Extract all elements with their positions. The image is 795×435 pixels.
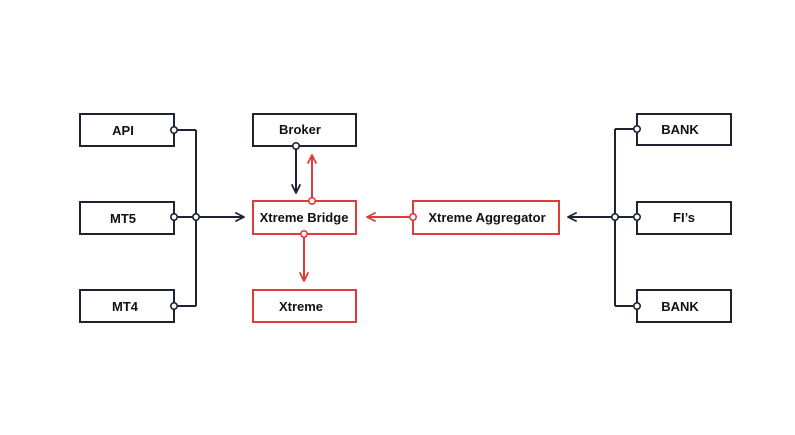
label-bank-top: BANK: [661, 122, 699, 137]
right-connectors: [567, 128, 637, 307]
dot-left-junction: [192, 213, 201, 222]
box-bank-top: BANK: [636, 113, 732, 146]
dot-right-junction: [610, 213, 619, 222]
left-connectors: [174, 129, 245, 307]
box-xtreme-aggregator: Xtreme Aggregator: [412, 200, 560, 235]
dot-broker-out: [291, 142, 300, 151]
box-bank-bottom: BANK: [636, 289, 732, 323]
box-mt5: MT5: [79, 201, 175, 235]
dot-fis: [632, 213, 641, 222]
label-mt4: MT4: [112, 299, 139, 314]
dark-junction-dots: [170, 125, 641, 310]
dot-bank-top: [632, 125, 641, 134]
dot-aggregator-left: [408, 213, 417, 222]
dot-bridge-bottom: [299, 230, 308, 239]
dot-mt5: [170, 213, 179, 222]
label-broker: Broker: [279, 122, 321, 137]
label-bank-bottom: BANK: [661, 299, 699, 314]
label-api: API: [112, 123, 134, 138]
label-xtreme-bridge: Xtreme Bridge: [260, 210, 349, 225]
label-xtreme-aggregator: Xtreme Aggregator: [428, 210, 545, 225]
red-junction-dots: [299, 197, 417, 239]
label-xtreme: Xtreme: [279, 299, 323, 314]
dot-mt4: [170, 301, 179, 310]
dot-api: [170, 126, 179, 135]
box-api: API: [79, 113, 175, 147]
box-fis: FI’s: [636, 201, 732, 235]
box-xtreme-bridge: Xtreme Bridge: [252, 200, 357, 235]
box-xtreme: Xtreme: [252, 289, 357, 323]
box-broker: Broker: [252, 113, 357, 147]
label-mt5: MT5: [110, 211, 136, 226]
red-flows: [299, 154, 412, 282]
dot-bridge-top: [307, 197, 316, 206]
label-fis: FI’s: [673, 210, 695, 225]
box-mt4: MT4: [79, 289, 175, 323]
dot-bank-bottom: [632, 301, 641, 310]
